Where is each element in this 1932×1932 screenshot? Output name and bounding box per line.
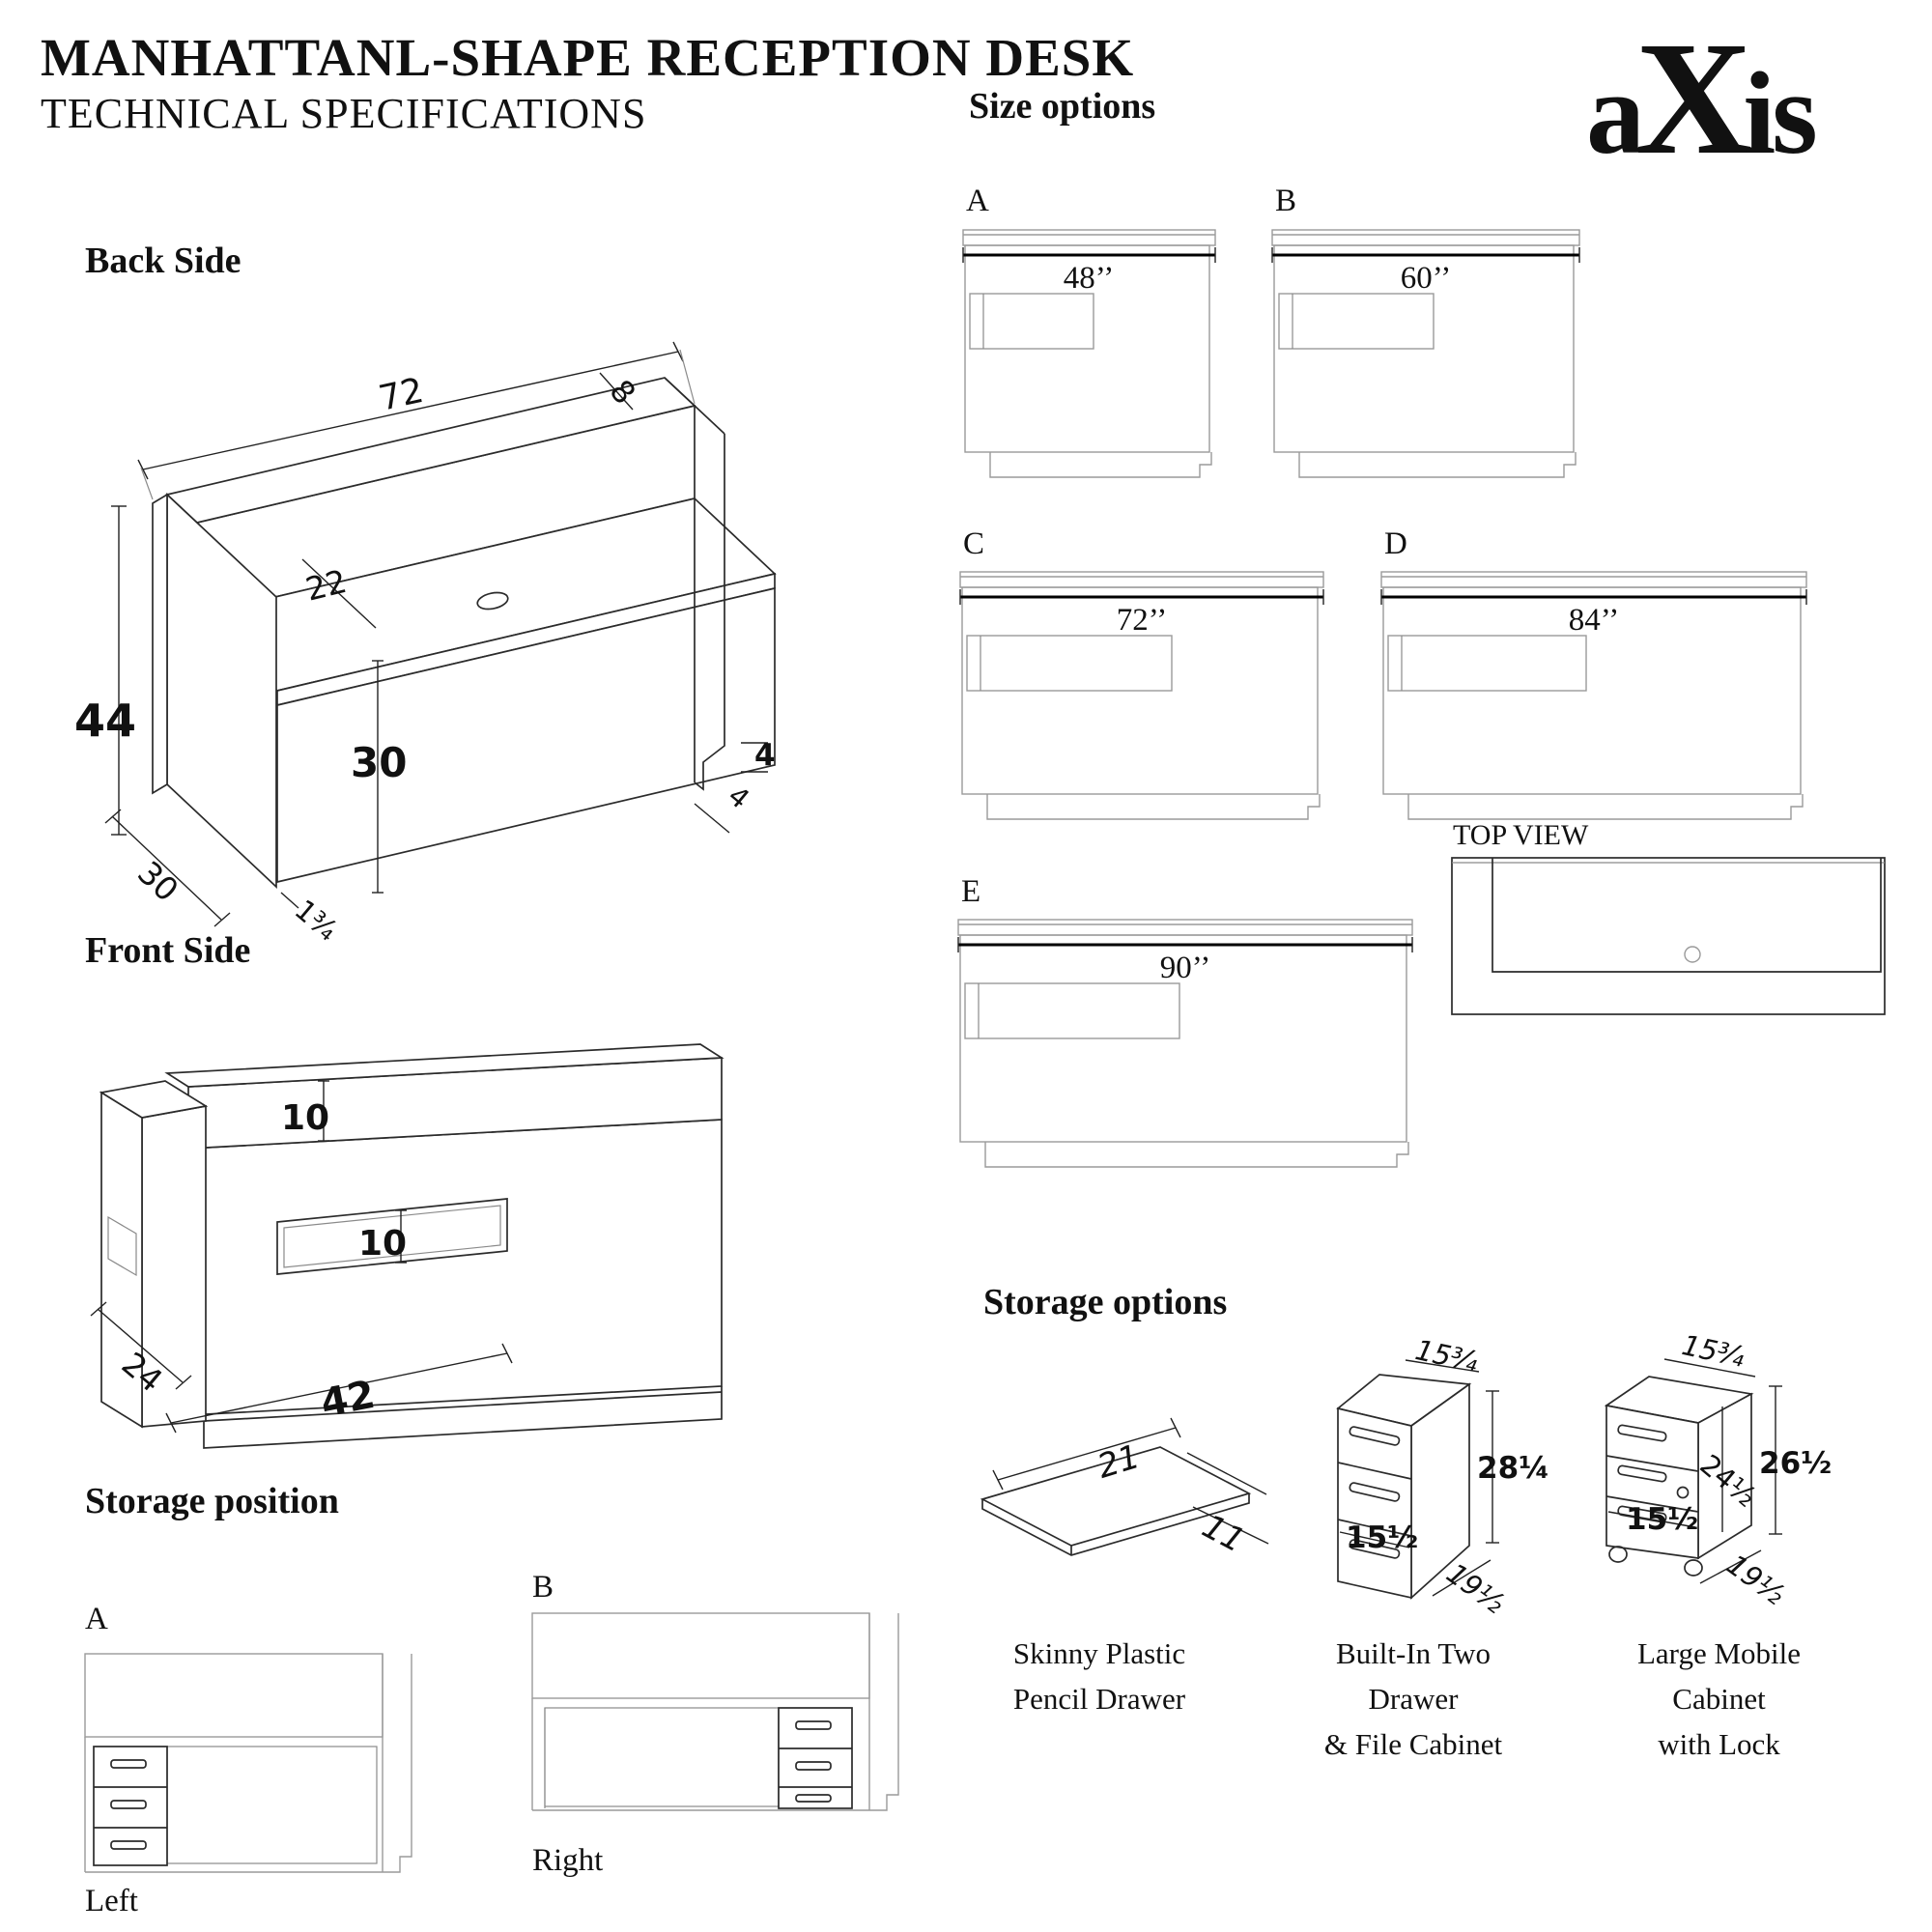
size-option-d-size: 84’’ — [1569, 603, 1620, 638]
dim-opening-height: 10 — [358, 1224, 407, 1264]
logo-letters-is: is — [1743, 48, 1817, 179]
size-option-a-label: A — [966, 184, 989, 218]
top-view-label: TOP VIEW — [1453, 819, 1589, 851]
size-option-b-size: 60’’ — [1401, 261, 1452, 296]
storage-position-heading: Storage position — [85, 1481, 339, 1521]
logo-letter-X: X — [1635, 9, 1752, 188]
top-view-grommet-hole — [1684, 946, 1701, 963]
pencil-drawer-lines — [980, 1417, 1269, 1556]
drawer-handle — [1349, 1539, 1401, 1559]
size-option-e-lines — [957, 919, 1413, 1168]
size-option-d-lines — [1380, 571, 1807, 820]
size-option-c-size: 72’’ — [1117, 603, 1168, 638]
dim-opening-width: 42 — [317, 1373, 378, 1427]
top-view-drawing — [1451, 857, 1886, 1015]
mobile-cabinet-lines — [1604, 1358, 1782, 1584]
storage-options-heading: Storage options — [983, 1282, 1228, 1322]
mobile-cabinet-drawing: 15¾ 24½ 26½ 15½ 19½ — [1604, 1328, 1832, 1611]
size-option-e-label: E — [961, 874, 981, 909]
drawer-handle — [1349, 1426, 1401, 1446]
mobile-height: 26½ — [1759, 1446, 1832, 1481]
builtin-cabinet-caption: Built-In Two Drawer & File Cabinet — [1297, 1631, 1529, 1767]
pencil-drawer-caption-line2: Pencil Drawer — [1012, 1682, 1186, 1716]
builtin-cabinet-drawing: 15¾ 28¼ 15½ 19½ — [1336, 1333, 1549, 1620]
size-option-d-label: D — [1384, 526, 1407, 561]
builtin-depth: 19½ — [1440, 1556, 1511, 1620]
size-option-e-drawing: 90’’ — [957, 919, 1413, 1168]
page-subtitle: TECHNICAL SPECIFICATIONS — [41, 90, 647, 137]
dim-panel-thickness: 1¾ — [289, 893, 345, 947]
size-option-c-drawing: 72’’ — [959, 571, 1324, 820]
drawer-handle — [1617, 1464, 1667, 1483]
caster-wheel — [1608, 1546, 1628, 1563]
storage-position-a-caption: Left — [85, 1884, 138, 1918]
size-option-e-size: 90’’ — [1160, 951, 1211, 985]
storage-position-a-label: A — [85, 1602, 108, 1636]
back-side-desk-lines — [152, 377, 777, 889]
drawer-handle — [795, 1720, 832, 1730]
drawer-handle — [110, 1800, 147, 1809]
front-side-drawing: 10 10 24 42 — [90, 1043, 724, 1449]
builtin-cabinet-caption-line2: & File Cabinet — [1323, 1727, 1503, 1761]
mobile-cabinet-caption-line2: with Lock — [1658, 1727, 1780, 1761]
pencil-drawer-depth: 11 — [1196, 1507, 1251, 1561]
drawer-handle — [1617, 1424, 1667, 1442]
dim-kick-depth: 4 — [722, 780, 755, 815]
builtin-height: 28¼ — [1477, 1451, 1549, 1486]
caster-wheel — [1684, 1559, 1703, 1577]
size-option-d-drawing: 84’’ — [1380, 571, 1807, 820]
dim-length: 72 — [376, 371, 428, 419]
lock-icon — [1676, 1486, 1690, 1499]
size-option-a-lines — [962, 229, 1216, 478]
storage-position-b-caption: Right — [532, 1843, 604, 1878]
mobile-depth: 19½ — [1720, 1548, 1791, 1611]
mobile-cabinet-caption-line1: Large Mobile Cabinet — [1636, 1636, 1802, 1716]
mobile-top-width: 15¾ — [1679, 1328, 1747, 1374]
storage-position-a-drawing — [84, 1653, 412, 1873]
dim-kick-height: 4 — [754, 738, 776, 773]
dim-total-height: 44 — [74, 695, 136, 747]
pencil-drawer-caption: Skinny Plastic Pencil Drawer — [993, 1631, 1206, 1721]
page-title: MANHATTANL-SHAPE RECEPTION DESK — [41, 28, 1135, 87]
builtin-front-width: 15½ — [1346, 1520, 1418, 1555]
size-option-b-lines — [1271, 229, 1580, 478]
dim-side-depth: 30 — [130, 854, 185, 909]
drawer-handle — [795, 1794, 832, 1803]
storage-position-b-lines — [531, 1612, 899, 1811]
front-side-desk-lines — [99, 1043, 724, 1449]
size-options-heading: Size options — [969, 86, 1156, 127]
size-option-c-lines — [959, 571, 1324, 820]
size-option-c-label: C — [963, 526, 985, 561]
logo-letter-a: a — [1586, 48, 1645, 179]
dim-desk-height: 30 — [351, 739, 407, 786]
back-side-heading: Back Side — [85, 241, 242, 281]
drawer-handle — [1617, 1505, 1667, 1523]
builtin-cabinet-lines — [1336, 1359, 1499, 1600]
size-option-b-drawing: 60’’ — [1271, 229, 1580, 478]
pencil-drawer-drawing: 21 11 — [980, 1417, 1269, 1561]
drawer-handle — [795, 1761, 832, 1771]
drawer-handle — [1349, 1482, 1401, 1502]
drawer-handle — [110, 1759, 147, 1769]
top-view-lines — [1451, 857, 1886, 1015]
mobile-cabinet-caption: Large Mobile Cabinet with Lock — [1596, 1631, 1842, 1767]
storage-position-a-lines — [84, 1653, 412, 1873]
front-side-heading: Front Side — [85, 930, 251, 971]
storage-position-b-label: B — [532, 1570, 554, 1605]
dim-counter-height: 10 — [281, 1098, 329, 1138]
pencil-drawer-caption-line1: Skinny Plastic — [1012, 1636, 1186, 1670]
builtin-cabinet-caption-line1: Built-In Two Drawer — [1335, 1636, 1491, 1716]
storage-position-b-drawing — [531, 1612, 899, 1811]
size-option-a-drawing: 48’’ — [962, 229, 1216, 478]
size-option-a-size: 48’’ — [1064, 261, 1115, 296]
back-side-drawing: 72 8 44 22 30 30 1¾ — [74, 341, 777, 947]
mobile-front-width: 15½ — [1626, 1502, 1698, 1537]
builtin-top-width: 15¾ — [1412, 1333, 1481, 1378]
grommet-hole — [476, 591, 509, 611]
size-option-b-label: B — [1275, 184, 1297, 218]
drawer-handle — [110, 1840, 147, 1850]
